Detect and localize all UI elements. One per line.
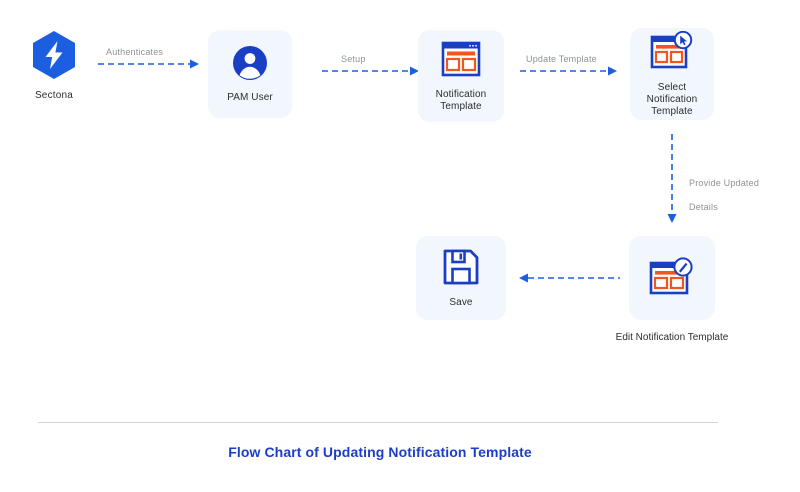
browser-window-cursor-icon bbox=[650, 30, 694, 76]
edge-label-update-template: Update Template bbox=[526, 54, 597, 64]
node-select-notification-template-label-line3: Template bbox=[651, 105, 693, 117]
node-select-notification-template[interactable]: Select Notification Template bbox=[630, 28, 714, 120]
edge-label-provide-updated-details-line2: Details bbox=[689, 202, 718, 212]
node-edit-notification-template-label: Edit Notification Template bbox=[615, 332, 729, 343]
edge-label-provide-updated-details: Provide Updated Details bbox=[689, 165, 759, 225]
connector-update-template bbox=[520, 66, 617, 76]
node-select-notification-template-label-line2: Notification bbox=[646, 93, 698, 105]
node-pam-user[interactable]: PAM User bbox=[208, 30, 292, 118]
node-sectona-label: Sectona bbox=[34, 90, 74, 101]
floppy-disk-save-icon bbox=[442, 248, 480, 291]
node-notification-template[interactable]: Notification Template bbox=[418, 30, 504, 122]
node-save-label: Save bbox=[449, 296, 473, 308]
browser-window-pencil-icon bbox=[649, 255, 695, 302]
edge-label-authenticates: Authenticates bbox=[106, 47, 164, 57]
user-avatar-icon bbox=[232, 45, 268, 86]
connector-authenticates bbox=[98, 59, 199, 69]
chart-title: Flow Chart of Updating Notification Temp… bbox=[228, 444, 532, 460]
edge-label-provide-updated-details-line1: Provide Updated bbox=[689, 178, 760, 188]
sectona-logo-icon bbox=[31, 30, 77, 85]
connector-provide-updated-details bbox=[667, 134, 677, 223]
node-select-notification-template-label-line1: Select bbox=[657, 81, 687, 93]
node-sectona[interactable]: Sectona bbox=[28, 30, 80, 101]
connector-to-save bbox=[519, 273, 620, 283]
node-notification-template-label-line1: Notification bbox=[435, 88, 487, 100]
node-save[interactable]: Save bbox=[416, 236, 506, 320]
footer-divider bbox=[38, 422, 718, 423]
node-edit-notification-template[interactable] bbox=[629, 236, 715, 320]
node-pam-user-label: PAM User bbox=[227, 91, 273, 103]
connector-setup bbox=[322, 66, 419, 76]
browser-window-icon bbox=[441, 40, 481, 83]
edge-label-setup: Setup bbox=[341, 54, 366, 64]
node-notification-template-label-line2: Template bbox=[440, 100, 482, 112]
